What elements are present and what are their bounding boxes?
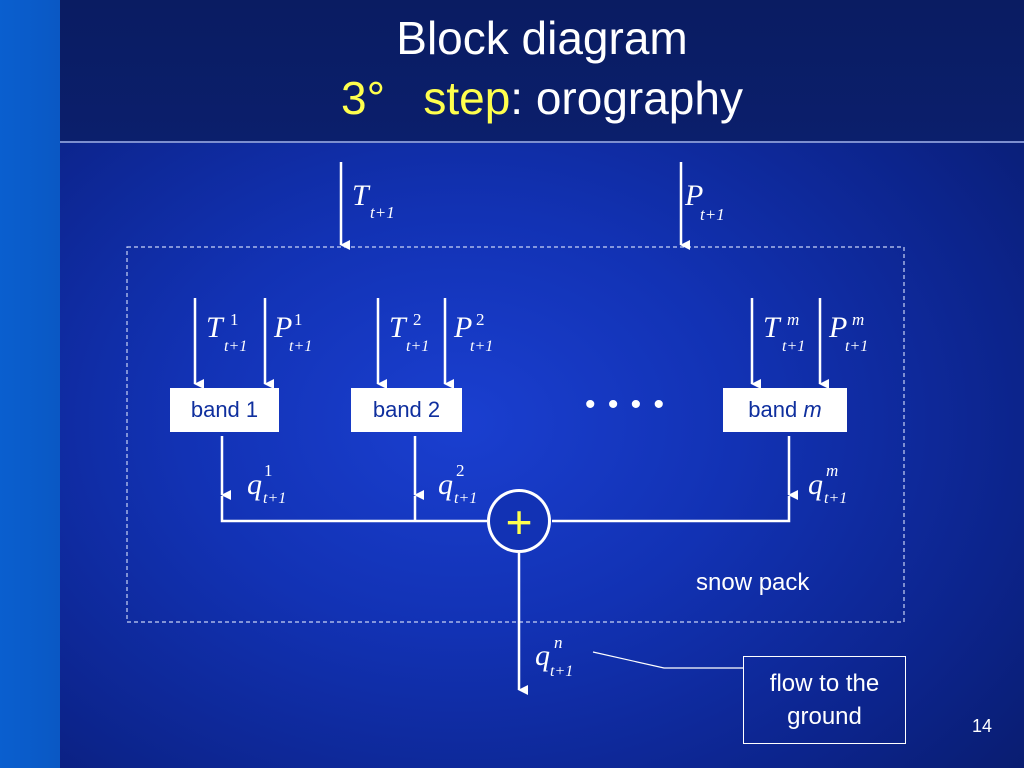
bandm-input-labels: T m t+1 P m t+1: [763, 310, 868, 355]
svg-text:T: T: [763, 311, 782, 344]
svg-text:q: q: [438, 468, 453, 501]
svg-text:t+1: t+1: [470, 338, 493, 355]
svg-text:m: m: [787, 310, 799, 329]
svg-text:2: 2: [476, 310, 485, 329]
svg-text:t+1: t+1: [454, 490, 477, 507]
band2-output-label: q 2 t+1: [438, 461, 477, 507]
svg-text:n: n: [554, 633, 563, 652]
svg-text:1: 1: [230, 310, 239, 329]
snow-pack-container: [126, 246, 905, 623]
flow-label-line2: ground: [787, 703, 862, 730]
svg-text:T: T: [389, 311, 408, 344]
band1-output-label: q 1 t+1: [247, 461, 286, 507]
flow-leader-line: [592, 651, 743, 669]
band-1-box: band 1: [170, 388, 279, 432]
step-number: 3°: [341, 72, 385, 124]
band-m-box: band m: [723, 388, 847, 432]
flow-to-ground-box: flow to the ground: [743, 656, 906, 744]
svg-text:t+1: t+1: [263, 490, 286, 507]
input-precipitation-symbol: P: [684, 179, 703, 212]
band-m-italic: m: [803, 397, 822, 422]
svg-text:2: 2: [413, 310, 422, 329]
input-temperature-subscript: t+1: [370, 203, 395, 222]
slide-subtitle: 3° step: orography: [60, 72, 1024, 124]
svg-text:t+1: t+1: [782, 338, 805, 355]
input-precipitation-subscript: t+1: [700, 205, 725, 224]
svg-text:1: 1: [264, 461, 273, 480]
svg-text:t+1: t+1: [845, 338, 868, 355]
svg-text:t+1: t+1: [550, 663, 573, 680]
svg-text:q: q: [535, 639, 550, 672]
band-1-label: band 1: [190, 397, 259, 422]
svg-text:2: 2: [456, 461, 465, 480]
band1-input-labels: T 1 t+1 P 1 t+1: [206, 310, 312, 355]
header-band: [60, 0, 1024, 142]
svg-text:t+1: t+1: [289, 338, 312, 355]
snow-pack-label: snow pack: [696, 569, 810, 596]
sum-symbol: +: [506, 496, 533, 548]
svg-text:T: T: [206, 311, 225, 344]
svg-text:m: m: [852, 310, 864, 329]
band-m-text: band: [748, 397, 804, 422]
band2-input-labels: T 2 t+1 P 2 t+1: [389, 310, 493, 355]
page-number: 14: [972, 716, 993, 736]
input-temperature-symbol: T: [352, 179, 371, 212]
step-rest: : orography: [510, 72, 743, 124]
slide-title: Block diagram: [396, 12, 688, 64]
collector-right: [552, 496, 791, 523]
band-2-label: band 2: [372, 397, 441, 422]
svg-text:P: P: [453, 311, 472, 344]
step-word: step: [423, 72, 511, 124]
band-ellipsis: • • • •: [585, 388, 667, 421]
band-m-label: band m: [725, 388, 845, 432]
left-side-bar: [0, 0, 60, 768]
bandm-output-label: q m t+1: [808, 461, 847, 507]
svg-text:q: q: [247, 468, 262, 501]
svg-text:q: q: [808, 468, 823, 501]
svg-text:P: P: [273, 311, 292, 344]
sum-node-inner: [490, 492, 548, 550]
svg-text:t+1: t+1: [224, 338, 247, 355]
output-label: q n t+1: [535, 633, 573, 680]
collector-left: [220, 496, 487, 523]
svg-text:P: P: [828, 311, 847, 344]
band-2-box: band 2: [351, 388, 462, 432]
header-divider: [60, 141, 1024, 143]
svg-text:1: 1: [294, 310, 303, 329]
flow-label-line1: flow to the: [769, 670, 880, 697]
svg-text:t+1: t+1: [824, 490, 847, 507]
svg-text:m: m: [826, 461, 838, 480]
svg-text:t+1: t+1: [406, 338, 429, 355]
